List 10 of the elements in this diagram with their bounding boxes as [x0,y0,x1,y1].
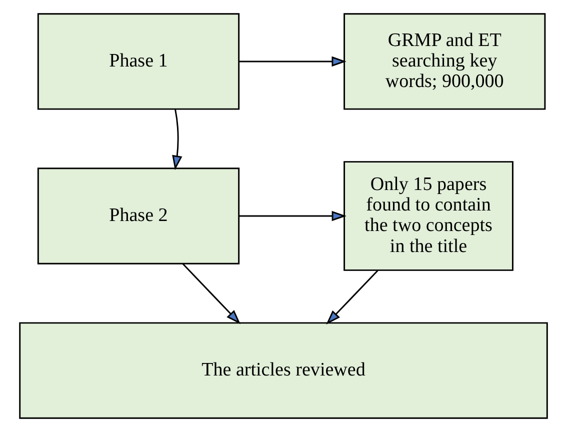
node-box: The articles reviewed [18,322,548,419]
node-box: GRMP and ET searching key words; 900,000 [343,13,546,110]
node-box: Only 15 papers found to contain the two concepts in the title [343,161,513,271]
arrow [238,210,346,222]
arrow [182,263,240,324]
node-box: Phase 2 [36,168,240,264]
arrow [326,270,378,324]
node-box: Phase 1 [36,13,240,110]
arrow [238,56,346,67]
arrow [172,109,182,170]
